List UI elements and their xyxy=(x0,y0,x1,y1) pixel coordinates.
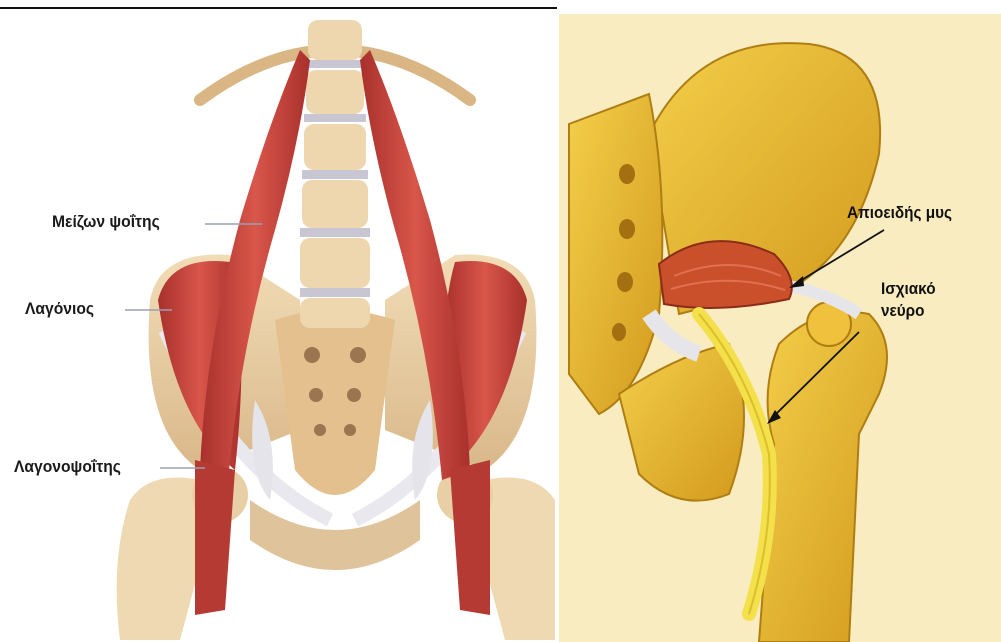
label-psoas-major: Μείζων ψοΐτης xyxy=(52,212,160,232)
pubic-symphysis xyxy=(250,500,420,570)
label-iliacus: Λαγόνιος xyxy=(25,299,94,319)
iliopsoas-muscle-right xyxy=(450,460,490,615)
iliopsoas-muscle-left xyxy=(195,460,235,615)
pelvis-posterior-view-illustration xyxy=(559,14,1001,642)
iliopsoas-illustration-panel: Μείζων ψοΐτης Λαγόνιος Λαγονοψοΐτης xyxy=(0,0,555,642)
pelvis-front-view-illustration xyxy=(0,0,555,642)
label-sciatic-line2: νεύρο xyxy=(881,300,924,322)
label-iliopsoas: Λαγονοψοΐτης xyxy=(14,457,121,477)
lumbar-spine xyxy=(300,20,370,328)
label-piriformis: Απιοειδής μυς xyxy=(847,202,952,224)
sacrum xyxy=(275,310,395,495)
piriformis-illustration-panel: Απιοειδής μυς Ισχιακό νεύρο xyxy=(559,14,1001,642)
label-sciatic-line1: Ισχιακό xyxy=(881,278,936,300)
